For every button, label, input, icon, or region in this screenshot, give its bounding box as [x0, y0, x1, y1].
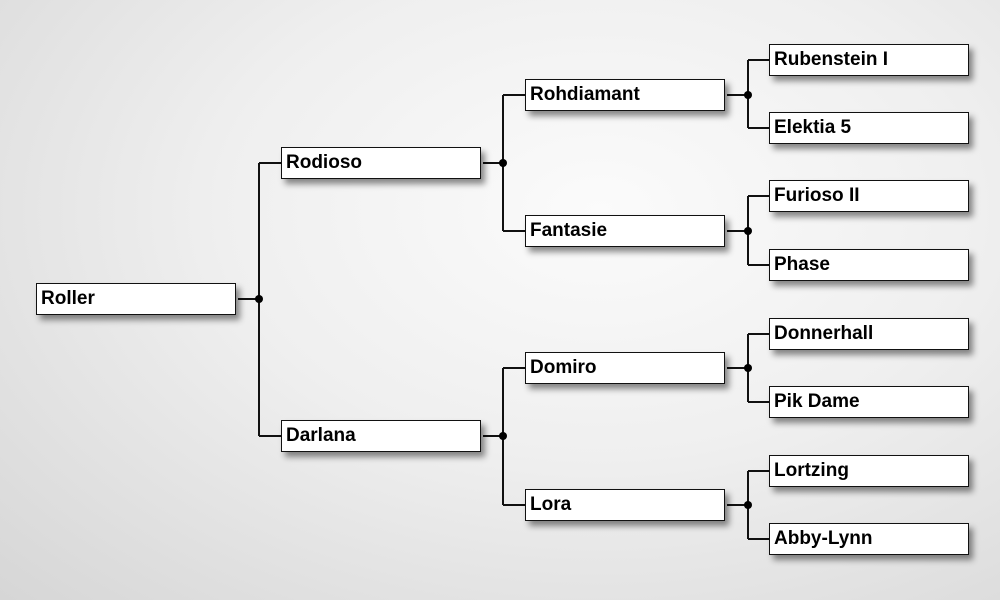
horse-great-grandparent[interactable]: Phase [769, 249, 969, 281]
horse-dam-sire[interactable]: Domiro [525, 352, 725, 384]
horse-great-grandparent[interactable]: Elektia 5 [769, 112, 969, 144]
horse-great-grandparent[interactable]: Furioso II [769, 180, 969, 212]
horse-great-grandparent[interactable]: Abby-Lynn [769, 523, 969, 555]
horse-subject[interactable]: Roller [36, 283, 236, 315]
horse-dam-dam[interactable]: Lora [525, 489, 725, 521]
horse-sire-dam[interactable]: Fantasie [525, 215, 725, 247]
horse-great-grandparent[interactable]: Lortzing [769, 455, 969, 487]
horse-great-grandparent[interactable]: Rubenstein I [769, 44, 969, 76]
horse-great-grandparent[interactable]: Donnerhall [769, 318, 969, 350]
horse-sire[interactable]: Rodioso [281, 147, 481, 179]
horse-sire-sire[interactable]: Rohdiamant [525, 79, 725, 111]
horse-dam[interactable]: Darlana [281, 420, 481, 452]
horse-great-grandparent[interactable]: Pik Dame [769, 386, 969, 418]
